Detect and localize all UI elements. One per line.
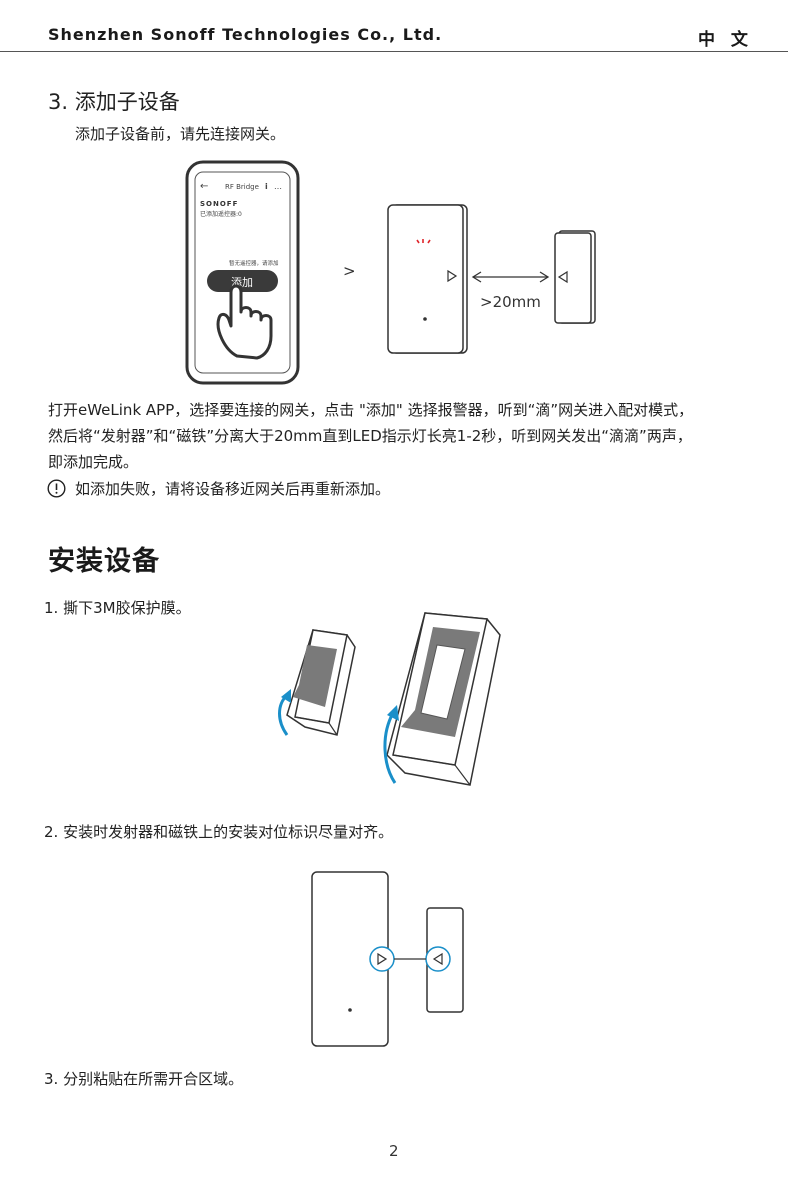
instruction-line: 然后将“发射器”和“磁铁”分离大于20mm直到LED指示灯长亮1-2秒，听到网关…: [48, 427, 692, 445]
transmitter-body: [387, 204, 464, 354]
install-step-3: 3. 分别粘贴在所需开合区域。: [44, 1070, 244, 1088]
step-arrow: >: [343, 262, 356, 280]
phone-add-button: [207, 270, 278, 292]
led-dot: [348, 1008, 352, 1012]
magnet-tilted: [286, 629, 356, 736]
install-step-1: 1. 撕下3M胶保护膜。: [44, 599, 191, 617]
page-number: 2: [389, 1142, 399, 1160]
alignment-illustration: [311, 871, 464, 1047]
step-add-intro: 添加子设备前，请先连接网关。: [75, 125, 286, 143]
distance-label: >20mm: [480, 293, 541, 311]
align-mark-right-icon: [377, 952, 388, 966]
peel-film-illustration: [278, 612, 501, 786]
warning-icon: [47, 479, 66, 498]
instruction-line: 打开eWeLink APP，选择要连接的网关，点击 "添加" 选择报警器，听到“…: [48, 401, 694, 419]
info-icon: i: [265, 182, 268, 191]
align-mark-left-icon: [557, 270, 568, 284]
magnet-body: [554, 232, 592, 324]
peel-arrow-large-icon: [383, 712, 397, 784]
led-dot: [423, 317, 427, 321]
phone-title: RF Bridge: [225, 183, 259, 191]
back-arrow-icon: ←: [200, 181, 208, 192]
double-arrow-icon: [471, 271, 550, 283]
header-divider: [0, 51, 788, 52]
align-mark-right-icon: [447, 269, 458, 283]
install-section-title: 安装设备: [48, 546, 160, 577]
protective-film-small: [293, 645, 337, 707]
more-icon: …: [274, 182, 282, 191]
pointing-hand-icon: [216, 284, 273, 360]
phone-illustration: ← RF Bridge i … SONOFF 已添加遥控器:0 暂无遥控器，请添…: [185, 160, 300, 385]
transmitter-tilted: [386, 612, 501, 786]
failure-note: 如添加失败，请将设备移近网关后再重新添加。: [75, 480, 391, 498]
phone-empty-hint: 暂无遥控器，请添加: [229, 259, 279, 267]
led-blink-icon: [416, 239, 431, 244]
install-step-2: 2. 安装时发射器和磁铁上的安装对位标识尽量对齐。: [44, 823, 394, 841]
step-add-title: 3. 添加子设备: [48, 90, 180, 114]
align-mark-left-icon: [432, 952, 443, 966]
sensor-separation-illustration: >20mm: [387, 204, 596, 354]
phone-brand: SONOFF: [200, 200, 238, 208]
language-label: 中 文: [698, 30, 753, 50]
company-name: Shenzhen Sonoff Technologies Co., Ltd.: [48, 25, 443, 44]
phone-device-count: 已添加遥控器:0: [200, 210, 242, 218]
peel-arrow-small-icon: [278, 693, 289, 736]
instructions: 打开eWeLink APP，选择要连接的网关，点击 "添加" 选择报警器，听到“…: [48, 397, 768, 475]
instruction-line: 即添加完成。: [48, 453, 139, 471]
